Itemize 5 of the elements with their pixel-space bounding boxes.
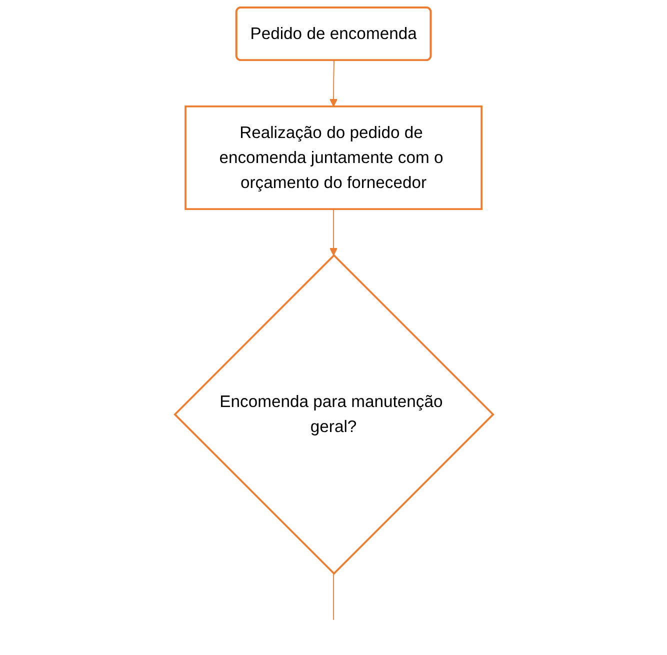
connector: [332, 573, 334, 620]
node-box: Realização do pedido de encomenda juntamente com o orçamento do fornecedor: [184, 105, 482, 210]
arrow: [328, 208, 338, 256]
node-diamond: Encomenda para manutenção geral?: [173, 254, 494, 575]
arrow: [328, 60, 338, 107]
